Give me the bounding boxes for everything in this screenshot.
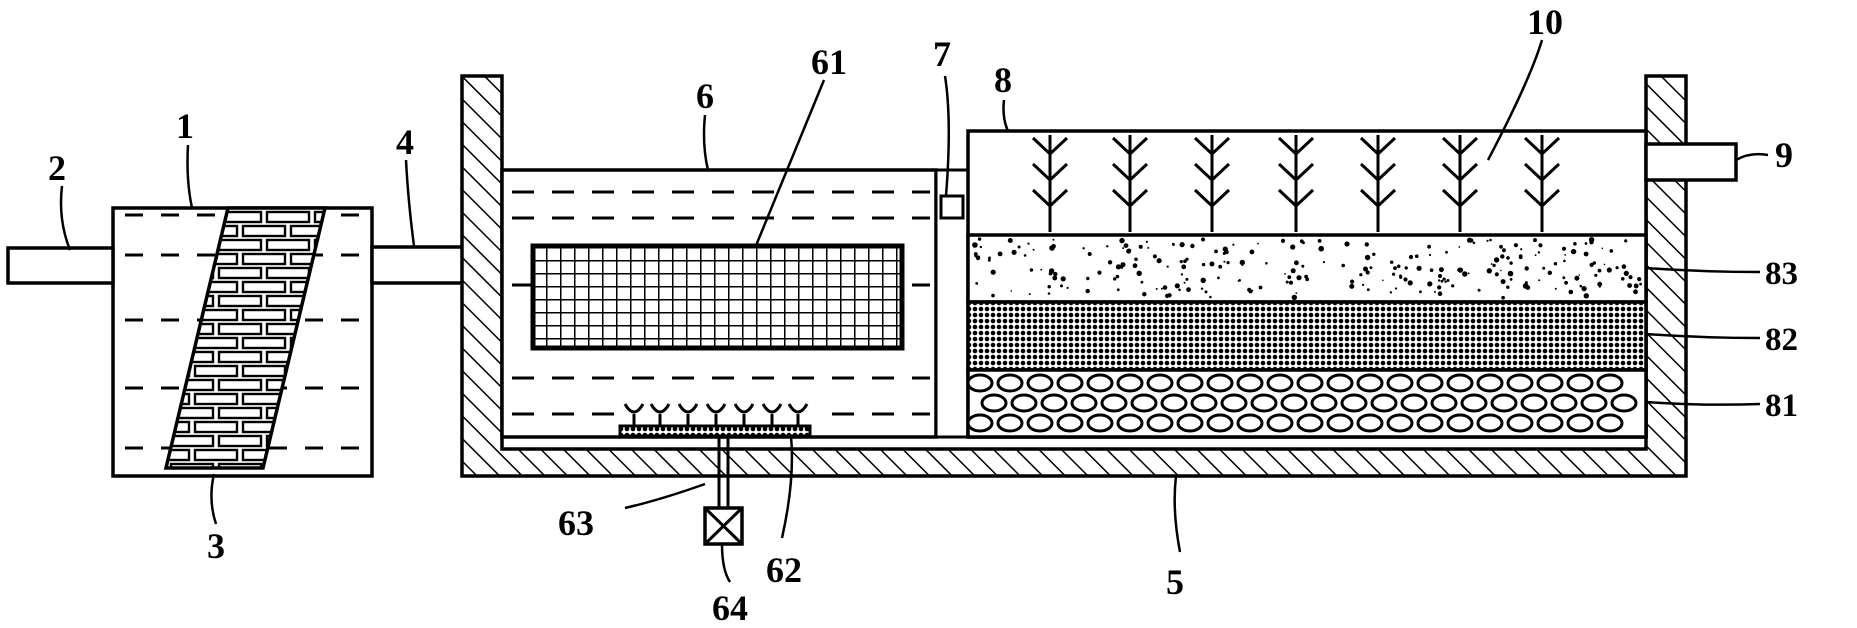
air-valve [703,506,744,546]
label-64: 64 [712,588,748,628]
label-6: 6 [696,76,714,116]
layer-83 [966,233,1648,304]
label-83: 83 [1765,256,1798,292]
filler-mesh [530,243,905,351]
label-10: 10 [1527,2,1563,42]
outlet-pipe [1644,142,1738,182]
tank-6-water-lines [512,190,930,416]
label-3: 3 [207,526,225,566]
aerator-nozzles [623,403,809,426]
reference-labels: 2 1 3 4 6 61 7 8 10 9 83 82 81 5 62 63 6… [48,2,1798,628]
tank-6 [500,168,938,546]
label-81: 81 [1765,388,1798,424]
layer-82 [966,300,1648,372]
label-63: 63 [558,503,594,543]
leader-lines [59,39,1769,583]
label-62: 62 [766,550,802,590]
label-1: 1 [176,106,194,146]
aerator [618,403,812,508]
brick-partition [163,206,328,470]
label-61: 61 [811,42,847,82]
label-7: 7 [933,34,951,74]
inlet-pipe [6,246,115,285]
label-9: 9 [1775,135,1793,175]
label-82: 82 [1765,322,1798,358]
label-2: 2 [48,148,66,188]
tank-1 [111,206,374,478]
wetland-plants [1031,135,1561,232]
layer-81-gravel [966,373,1638,433]
label-5: 5 [1166,562,1184,602]
wetland-8 [966,129,1648,439]
label-8: 8 [994,60,1012,100]
label-4: 4 [396,122,414,162]
layer-83-speckles [972,237,1642,301]
overflow-port [934,168,970,439]
